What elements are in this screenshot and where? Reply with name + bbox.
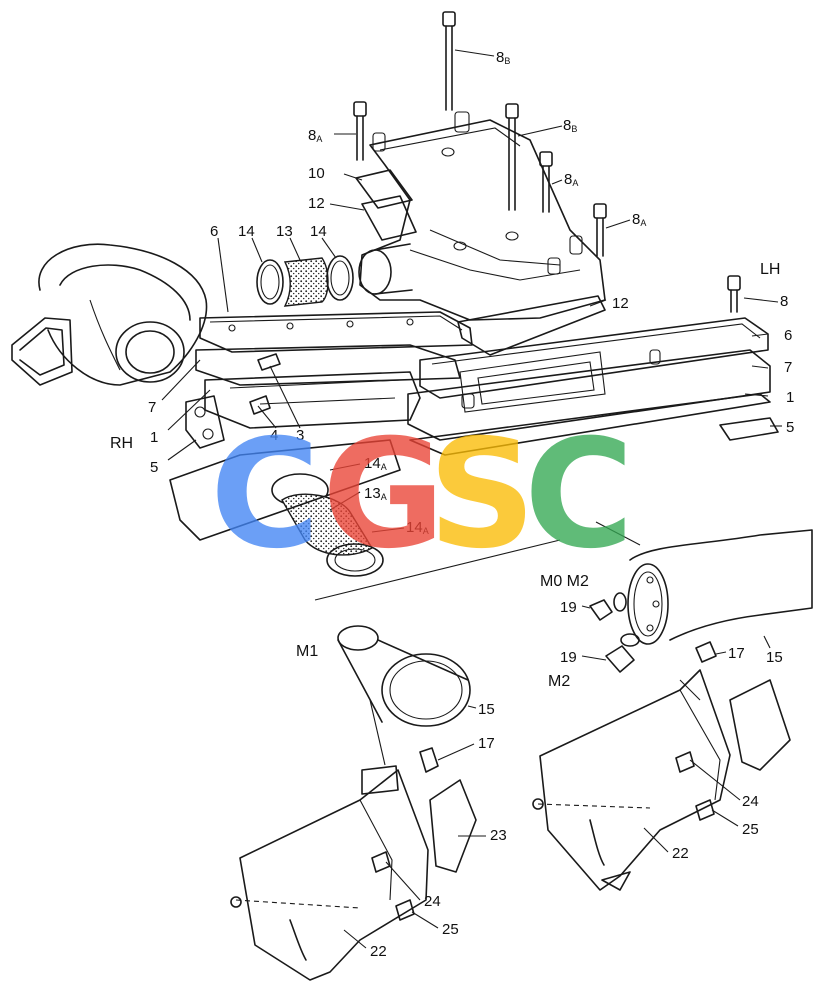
label-17-m1: 17: [478, 735, 495, 752]
label-12-left: 12: [308, 195, 325, 212]
label-14a-lower: 14A: [406, 519, 429, 536]
label-3: 3: [296, 427, 304, 444]
label-8b-top: 8B: [496, 49, 510, 66]
label-12-right: 12: [612, 295, 629, 312]
label-15-m2: 15: [766, 649, 783, 666]
bolt-8-lh: [727, 275, 741, 313]
exhaust-pipe-m1: [337, 625, 471, 773]
bolt-8a-r2: [593, 203, 607, 257]
label-15-m1: 15: [478, 701, 495, 718]
lower-manifold-lh: [407, 317, 779, 456]
watermark-letter: G: [322, 408, 445, 582]
heat-shield-left: [230, 765, 477, 981]
variant-labels: RH LH M1 M0 M2 M2: [110, 261, 780, 690]
label-rh: RH: [110, 435, 133, 452]
label-17-m2: 17: [728, 645, 745, 662]
label-19-lower: 19: [560, 649, 577, 666]
label-23: 23: [490, 827, 507, 844]
elbow-casting: [355, 111, 606, 356]
label-m1: M1: [296, 643, 318, 660]
label-8-lh: 8: [780, 293, 788, 310]
label-13: 13: [276, 223, 293, 240]
reference-lines: [314, 521, 701, 766]
exhaust-pipe-m2: [589, 529, 813, 673]
heat-shield-right: [532, 669, 791, 891]
upper-bellows-assembly: [256, 255, 354, 307]
label-24-right: 24: [742, 793, 759, 810]
label-m0-m2: M0 M2: [540, 573, 589, 590]
label-24-left: 24: [424, 893, 441, 910]
upper-manifold-rh: [185, 311, 473, 449]
bolt-8a-r1: [539, 151, 553, 213]
label-4: 4: [270, 427, 278, 444]
watermark-letter: C: [210, 408, 320, 582]
label-8a-r2: 8A: [632, 211, 646, 228]
label-5-right: 5: [786, 419, 794, 436]
label-5-left: 5: [150, 459, 158, 476]
label-8b-mid: 8B: [563, 117, 577, 134]
bolt-8a-left: [353, 101, 367, 161]
lower-bellows-assembly: [169, 439, 401, 577]
bolts: [353, 11, 741, 313]
part-labels: 8B 8B 8A 8A 8A 10 12 12 14 13 14 6 8 6 7…: [148, 49, 794, 960]
label-8a-left: 8A: [308, 127, 322, 144]
label-25-left: 25: [442, 921, 459, 938]
label-14-left: 14: [238, 223, 255, 240]
leader-lines: [161, 49, 782, 949]
label-14-right: 14: [310, 223, 327, 240]
label-10: 10: [308, 165, 325, 182]
label-22-right: 22: [672, 845, 689, 862]
label-m2: M2: [548, 673, 570, 690]
label-7-right: 7: [784, 359, 792, 376]
label-6-left: 6: [210, 223, 218, 240]
watermark-letter: C: [524, 408, 634, 582]
label-6-right: 6: [784, 327, 792, 344]
label-lh: LH: [760, 261, 780, 278]
label-7-left: 7: [148, 399, 156, 416]
bolt-8b-mid: [505, 103, 519, 211]
watermark-letter: S: [428, 408, 536, 582]
turbocharger: [11, 243, 208, 386]
label-25-right: 25: [742, 821, 759, 838]
label-14a-upper: 14A: [364, 455, 387, 472]
label-22-left: 22: [370, 943, 387, 960]
label-13a: 13A: [364, 485, 387, 502]
label-8a-r1: 8A: [564, 171, 578, 188]
label-19-upper: 19: [560, 599, 577, 616]
label-1-right: 1: [786, 389, 794, 406]
bolt-8b-top: [442, 11, 456, 111]
cgsc-watermark: C G S C: [210, 408, 634, 582]
label-1-left: 1: [150, 429, 158, 446]
